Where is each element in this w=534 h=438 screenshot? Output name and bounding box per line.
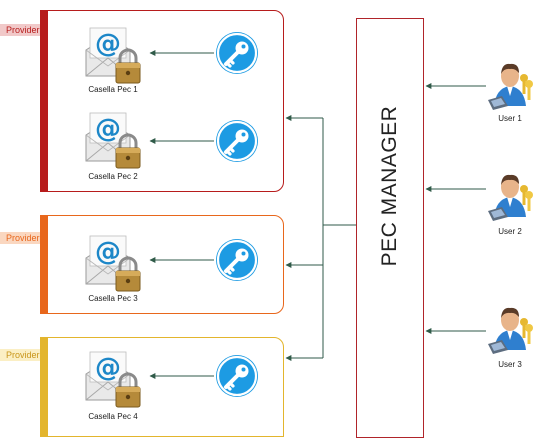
user-icon-3: [486, 306, 534, 356]
key-icon-4: [214, 353, 260, 399]
key-icon-1: [214, 30, 260, 76]
key-icon-3: [214, 237, 260, 283]
user-label-1: User 1: [498, 114, 522, 123]
mailbox-label-3: Casella Pec 3: [88, 294, 138, 303]
mailbox-icon-4: [84, 350, 142, 409]
mailbox-icon-2: [84, 111, 142, 170]
user-label-3: User 3: [498, 360, 522, 369]
user-icon-2: [486, 173, 534, 223]
pec-manager-box: PEC MANAGER: [356, 18, 424, 438]
mailbox-label-1: Casella Pec 1: [88, 85, 138, 94]
key-icon-2: [214, 118, 260, 164]
user-label-2: User 2: [498, 227, 522, 236]
user-icon-1: [486, 62, 534, 112]
mailbox-icon-3: [84, 234, 142, 293]
mailbox-icon-1: [84, 26, 142, 85]
mailbox-label-4: Casella Pec 4: [88, 412, 138, 421]
manager-provider-connector: [285, 115, 356, 361]
mailbox-label-2: Casella Pec 2: [88, 172, 138, 181]
